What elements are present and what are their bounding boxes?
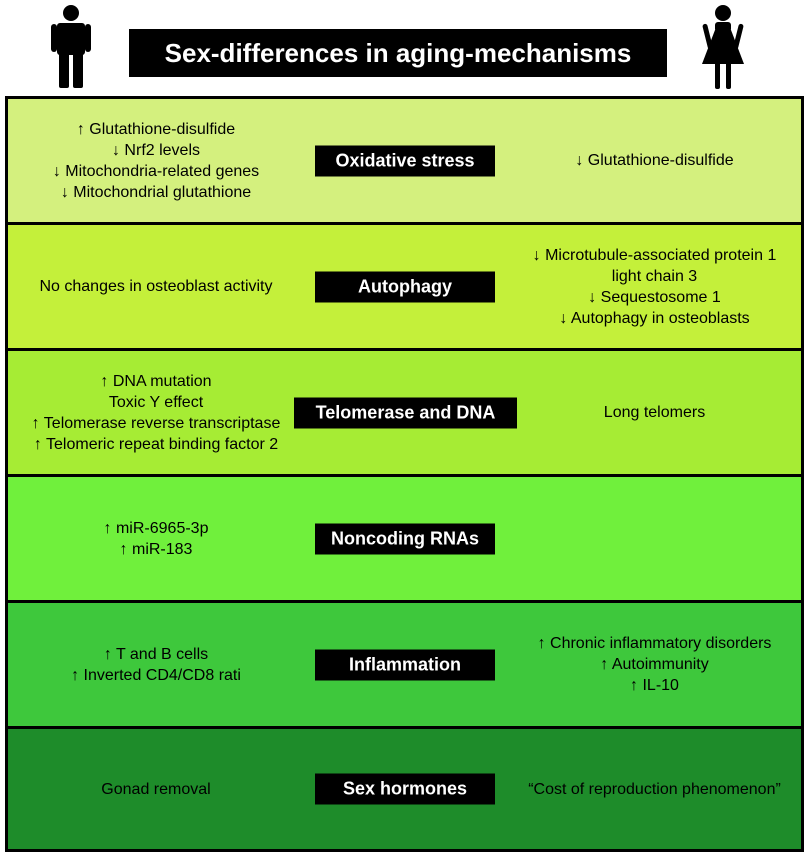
finding-line: ↑ Telomerase reverse transcriptase <box>31 414 281 432</box>
female-findings: ↓ Glutathione-disulfide <box>508 99 801 222</box>
finding-line: ↓ Mitochondria-related genes <box>52 162 260 180</box>
finding-line: ↑ IL-10 <box>630 677 679 694</box>
row-noncoding-rnas: ↑ miR-6965-3p ↑ miR-183 Noncoding RNAs <box>8 477 801 603</box>
finding-line: Gonad removal <box>101 780 211 798</box>
finding-line: “Cost of reproduction phenomenon” <box>528 780 781 798</box>
finding-line: ↑ T and B cells <box>103 645 209 663</box>
finding-line: ↑ Inverted CD4/CD8 rati <box>71 666 241 684</box>
male-figure-icon <box>51 5 91 88</box>
female-findings: ↑ Chronic inflammatory disorders ↑ Autoim… <box>508 603 801 726</box>
male-findings: ↑ Glutathione-disulfide ↓ Nrf2 levels ↓ Mi… <box>8 99 304 222</box>
row-sex-hormones: Gonad removal Sex hormones “Cost of repr… <box>8 729 801 849</box>
female-findings: ↓ Microtubule-associated protein 1 light … <box>508 225 801 348</box>
finding-line: ↑ miR-6965-3p <box>103 519 209 537</box>
mechanism-label: Sex hormones <box>315 773 495 805</box>
mechanism-label: Inflammation <box>315 649 495 680</box>
finding-line: No changes in osteoblast activity <box>39 278 273 295</box>
male-findings: ↑ miR-6965-3p ↑ miR-183 <box>8 477 304 600</box>
finding-line: ↑ DNA mutation <box>100 372 212 390</box>
row-inflammation: ↑ T and B cells ↑ Inverted CD4/CD8 rati I… <box>8 603 801 729</box>
finding-line: ↓ Microtubule-associated protein 1 <box>532 246 777 264</box>
finding-line: Long telomers <box>603 404 706 421</box>
female-findings: “Cost of reproduction phenomenon” <box>508 729 801 849</box>
finding-line: light chain 3 <box>611 267 698 285</box>
finding-line: ↓ Mitochondrial glutathione <box>60 183 252 201</box>
male-findings: ↑ T and B cells ↑ Inverted CD4/CD8 rati <box>8 603 304 726</box>
row-autophagy: No changes in osteoblast activity Autoph… <box>8 225 801 351</box>
mechanism-label: Telomerase and DNA <box>294 397 517 428</box>
male-findings: No changes in osteoblast activity <box>8 225 304 348</box>
mechanism-label: Autophagy <box>315 271 495 302</box>
finding-line: ↓ Nrf2 levels <box>111 141 201 159</box>
finding-line: ↑ Chronic inflammatory disorders <box>537 635 772 652</box>
female-findings <box>508 477 801 600</box>
finding-line: ↑ Telomeric repeat binding factor 2 <box>33 435 279 453</box>
finding-line: ↑ Autoimmunity <box>600 656 709 673</box>
finding-line: ↓ Glutathione-disulfide <box>575 152 734 169</box>
mechanism-label: Noncoding RNAs <box>315 523 495 554</box>
female-findings: Long telomers <box>508 351 801 474</box>
finding-line: ↓ Sequestosome 1 <box>588 288 721 306</box>
female-figure-icon <box>702 5 744 89</box>
finding-line: Toxic Y effect <box>108 393 204 411</box>
row-oxidative-stress: ↑ Glutathione-disulfide ↓ Nrf2 levels ↓ Mi… <box>8 99 801 225</box>
finding-line: ↑ miR-183 <box>119 540 193 558</box>
finding-line: ↑ Glutathione-disulfide <box>76 120 236 138</box>
mechanism-label: Oxidative stress <box>315 145 495 176</box>
main-title: Sex-differences in aging-mechanisms <box>129 29 667 77</box>
finding-line: ↓ Autophagy in osteoblasts <box>559 309 750 327</box>
mechanisms-table: ↑ Glutathione-disulfide ↓ Nrf2 levels ↓ Mi… <box>5 96 804 852</box>
male-findings: Gonad removal <box>8 729 304 849</box>
